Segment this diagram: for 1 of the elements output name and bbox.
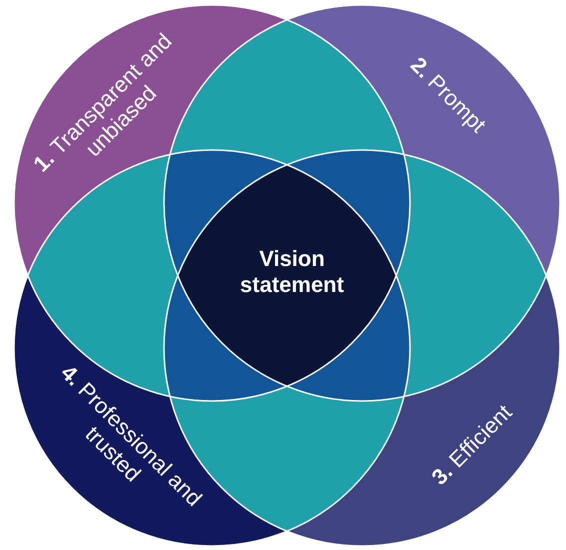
center-label: Vision statement	[239, 246, 345, 298]
